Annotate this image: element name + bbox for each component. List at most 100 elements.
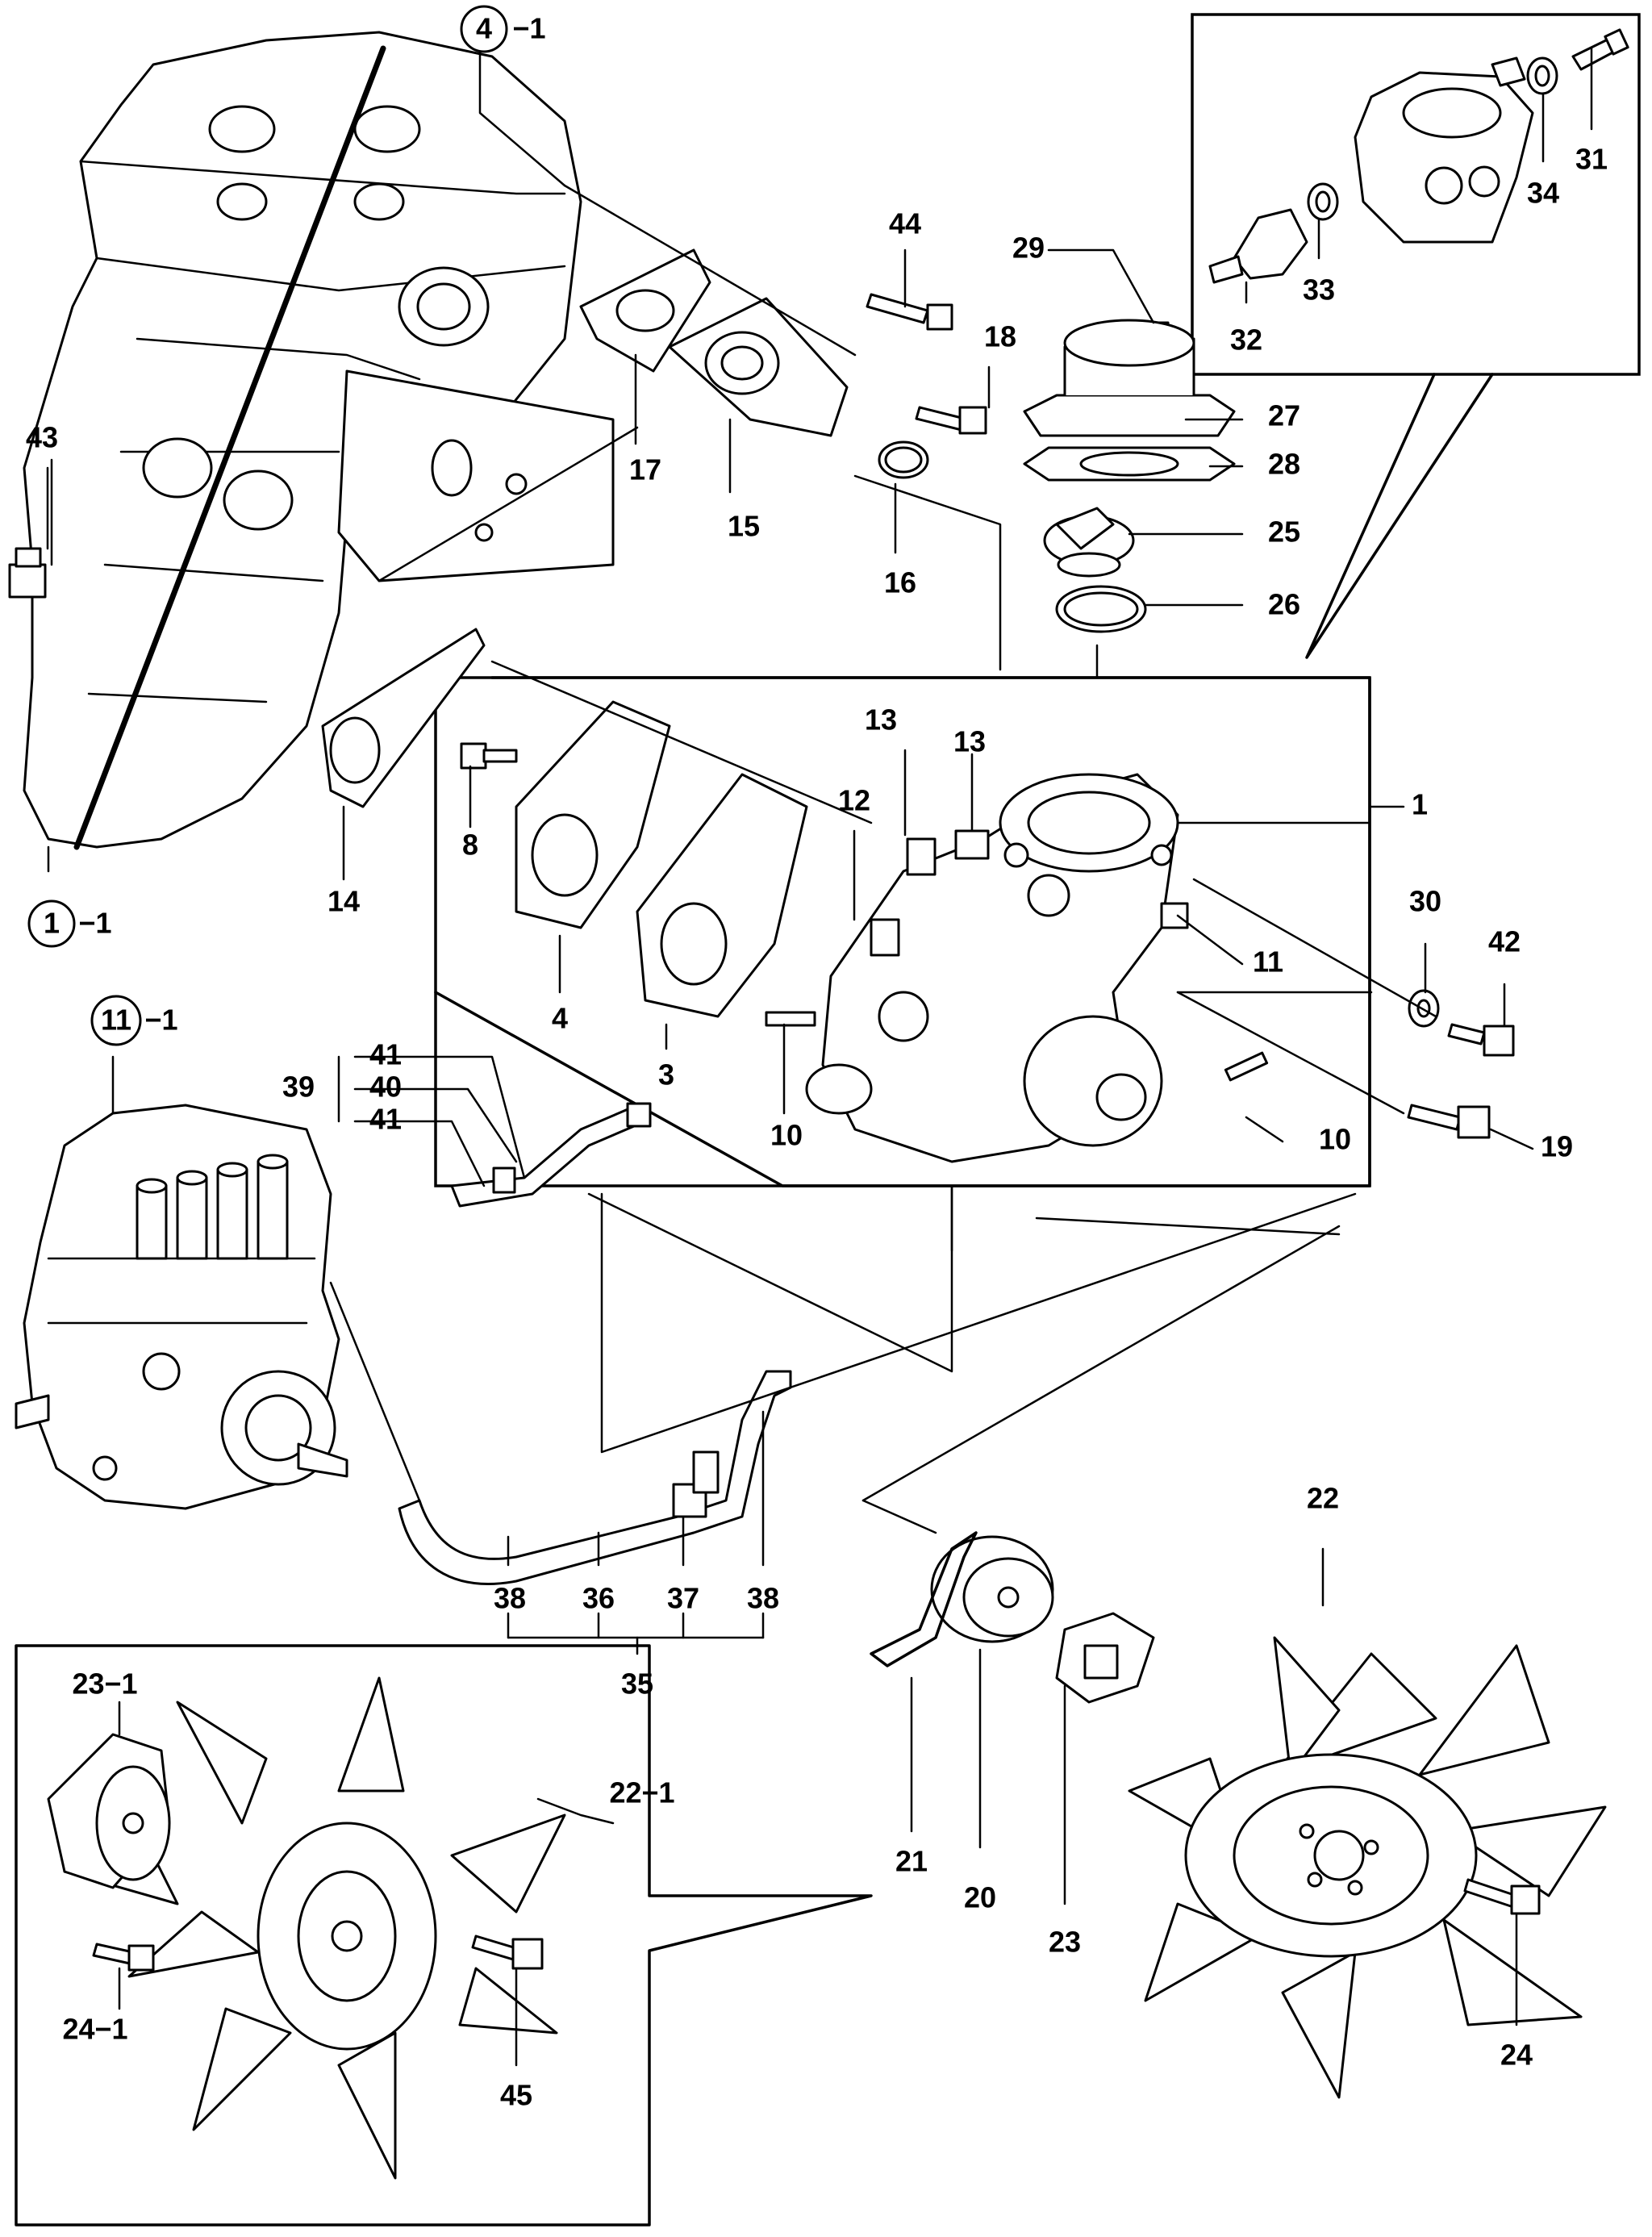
label-15: 15 (728, 510, 760, 543)
label-39: 39 (282, 1071, 315, 1104)
washer-33 (1307, 182, 1339, 221)
sensor-32 (1208, 208, 1308, 284)
label-36: 36 (582, 1582, 615, 1615)
plug-11 (1160, 902, 1189, 929)
label-34: 34 (1527, 177, 1559, 210)
label-24-1: 24−1 (62, 2013, 127, 2046)
reference-1-1: 1 −1 (27, 899, 112, 948)
label-24: 24 (1500, 2039, 1533, 2072)
water-pump-body-1 (805, 773, 1179, 1163)
hose-39 (450, 1102, 652, 1208)
injection-pump (15, 1104, 348, 1510)
gasket-17 (579, 248, 711, 373)
label-32: 32 (1230, 323, 1262, 357)
label-21: 21 (895, 1845, 928, 1878)
callouts: 1 3 4 8 10 10 11 12 13 13 14 15 16 17 18… (26, 143, 1608, 2112)
label-19: 19 (1541, 1130, 1573, 1163)
label-17: 17 (629, 453, 661, 486)
label-42: 42 (1488, 925, 1521, 958)
alignment-lines (329, 184, 1437, 1534)
label-14: 14 (327, 885, 360, 918)
bolt-24 (1463, 1878, 1541, 1915)
bolt-19 (1407, 1104, 1491, 1139)
label-31: 31 (1575, 143, 1608, 176)
sensor-housing (1354, 56, 1534, 244)
label-43: 43 (26, 421, 58, 454)
plug-13a (906, 837, 937, 876)
flange-15 (668, 297, 849, 437)
reference-11-suffix: −1 (144, 1004, 177, 1037)
thermostat-cover-27 (1023, 319, 1236, 437)
reference-4-suffix: −1 (512, 12, 545, 45)
label-44: 44 (889, 207, 921, 240)
bolt-43 (8, 547, 47, 599)
bolt-45 (471, 1934, 544, 1970)
label-11: 11 (1253, 945, 1283, 979)
label-22: 22 (1307, 1482, 1339, 1515)
gasket-3 (636, 773, 808, 1018)
reference-4-1: 4 −1 (460, 5, 546, 53)
detail-box-fan (15, 1644, 873, 2227)
thermostat-25 (1043, 507, 1135, 578)
label-27: 27 (1268, 399, 1300, 432)
pin-10b (1224, 1051, 1269, 1082)
plug-12 (870, 918, 900, 957)
bolt-8 (460, 742, 518, 770)
washer-30 (1408, 989, 1440, 1028)
label-23: 23 (1049, 1926, 1081, 1959)
sensor-31 (1571, 28, 1629, 71)
label-38b: 38 (747, 1582, 779, 1615)
gasket-14 (321, 628, 486, 808)
label-37: 37 (667, 1582, 699, 1615)
water-pipe-35 (398, 1370, 792, 1585)
label-25: 25 (1268, 515, 1300, 549)
label-22-1: 22−1 (609, 1776, 674, 1809)
label-3: 3 (658, 1058, 674, 1091)
plug-13b (954, 829, 990, 860)
label-23-1: 23−1 (72, 1667, 137, 1701)
leader-lines (46, 39, 1593, 2067)
label-8: 8 (462, 828, 478, 862)
reference-4-number: 4 (476, 12, 492, 45)
bolt-44 (866, 293, 953, 331)
label-20: 20 (964, 1881, 996, 1914)
label-13a: 13 (865, 703, 897, 737)
label-29: 29 (1012, 232, 1045, 265)
label-1: 1 (1412, 788, 1428, 821)
bolt-24-1 (92, 1943, 155, 1972)
coupling-23-1 (47, 1733, 171, 1889)
reference-11-number: 11 (101, 1004, 131, 1037)
label-35: 35 (621, 1667, 653, 1701)
label-40: 40 (369, 1071, 402, 1104)
label-10a: 10 (770, 1119, 803, 1152)
spacer-23 (1055, 1612, 1155, 1704)
reference-11-1: 11 −1 (90, 995, 178, 1046)
label-26: 26 (1268, 588, 1300, 621)
label-28: 28 (1268, 448, 1300, 481)
bolt-18 (915, 406, 987, 435)
belt-21 (870, 1531, 978, 1667)
pin-10a (765, 1011, 816, 1027)
bolt-42 (1447, 1023, 1515, 1057)
label-18: 18 (984, 320, 1016, 353)
label-41a: 41 (369, 1038, 402, 1071)
label-41b: 41 (369, 1103, 402, 1136)
detail-box-sensors (1191, 13, 1641, 376)
o-ring-26 (1055, 585, 1147, 633)
reference-1-number: 1 (44, 907, 60, 940)
cylinder-block (23, 31, 615, 850)
label-4: 4 (552, 1002, 568, 1035)
label-38a: 38 (494, 1582, 526, 1615)
gasket-4 (515, 700, 671, 929)
o-ring-16 (878, 440, 929, 479)
label-13b: 13 (953, 725, 986, 758)
label-33: 33 (1303, 273, 1335, 307)
fan-22 (1128, 1636, 1607, 2099)
label-30: 30 (1409, 885, 1441, 918)
label-45: 45 (500, 2079, 532, 2112)
gasket-28 (1023, 446, 1236, 482)
reference-1-suffix: −1 (78, 907, 111, 940)
label-10b: 10 (1319, 1123, 1351, 1156)
washer-34 (1526, 56, 1558, 95)
